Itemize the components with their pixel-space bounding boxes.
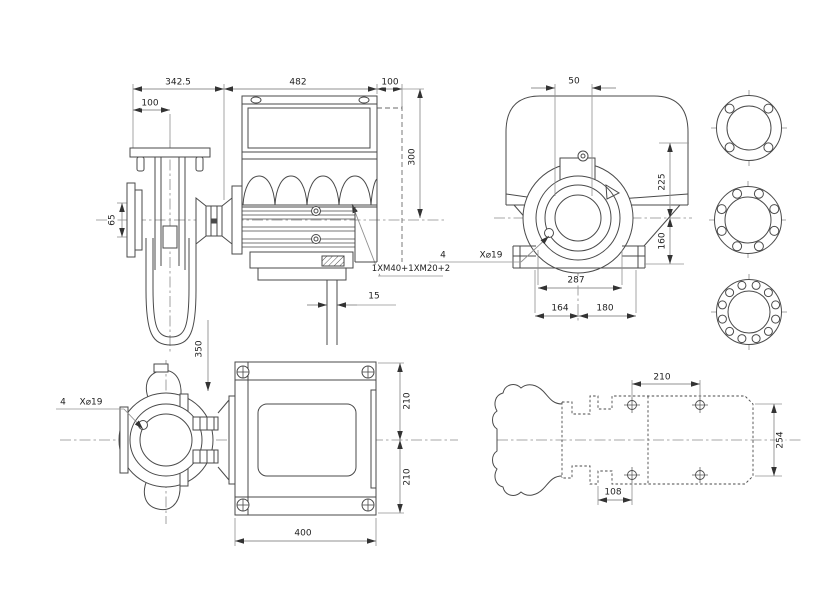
dim-label-pump-length: 342.5 (164, 77, 192, 88)
plan-pump (118, 363, 236, 511)
flange-8-hole (709, 181, 787, 259)
front-view (429, 84, 692, 322)
plan-view (56, 320, 458, 546)
dim-label-height-lower: 160 (657, 231, 668, 251)
dim-label-motor-length: 482 (288, 77, 308, 88)
motor-top-panel (257, 403, 357, 477)
corner-screw-icon (236, 498, 250, 512)
dim-label-hole-offset: 108 (603, 487, 623, 498)
bolt-count-label-front: 4 (439, 250, 447, 261)
flange-12-hole (711, 274, 787, 350)
bolt-hole-leader (123, 408, 144, 430)
flange-plate-left (119, 406, 129, 474)
footprint-extension-lines (597, 380, 782, 505)
volute-lobe-bottom (143, 477, 181, 511)
bearing-bracket (195, 196, 207, 246)
terminal-box (241, 95, 378, 153)
cooling-fin-arch (306, 175, 340, 206)
foundation-hatch (321, 255, 345, 267)
front-foot (512, 245, 646, 269)
flow-direction-arrow-icon (605, 184, 621, 200)
cooling-fin-arch (338, 175, 372, 206)
dim-label-foot-left: 164 (550, 303, 570, 314)
adapter-clamp (192, 449, 219, 464)
side-motor (241, 95, 378, 345)
bolt-count-label-plan: 4 (59, 397, 67, 408)
corner-screw-icon (236, 365, 250, 379)
mounting-hole-marker-icon (624, 397, 640, 413)
dim-label-suction-flange: 65 (107, 213, 118, 227)
footprint-dimension-lines (598, 381, 777, 503)
corner-screw-icon (361, 498, 375, 512)
motor-body-fins (242, 210, 355, 248)
dim-label-motor-length-plan: 400 (293, 528, 313, 539)
dim-label-height-upper: 225 (657, 172, 668, 192)
dim-label-rear-clearance: 100 (380, 77, 400, 88)
discharge-flange (129, 147, 211, 158)
motor-screw (311, 206, 321, 216)
motor-flange (228, 395, 236, 485)
clamp-screw (577, 150, 589, 162)
dim-label-foot-right: 180 (595, 303, 615, 314)
pump-outline-solid (492, 384, 563, 496)
cable-gland-label: 1XM40+1XM20+2 (370, 263, 452, 274)
dim-label-bracket-width: 50 (567, 76, 581, 87)
flange-views (709, 90, 787, 350)
plan-dimension-lines (123, 320, 403, 544)
motor-screw (311, 234, 321, 244)
bolt-hole-leader (520, 235, 550, 263)
dim-label-bolt-span: 287 (566, 275, 586, 286)
plan-motor (234, 361, 377, 516)
motor-flange (231, 185, 243, 255)
cable-gland-leader (351, 203, 381, 277)
side-view (96, 84, 446, 354)
side-pump-parts (126, 147, 243, 346)
front-dimension-lines (520, 85, 673, 319)
front-extension-lines (429, 84, 689, 313)
flange-bolt-hole (544, 228, 554, 238)
bolt-size-label-plan: X⌀19 (78, 397, 104, 408)
dim-label-port-offset-side: 100 (140, 98, 160, 109)
mounting-hole-marker-icon (624, 467, 640, 483)
dim-label-hole-spacing: 210 (652, 372, 672, 383)
dim-label-base-width: 254 (775, 430, 786, 450)
motor-foot (257, 267, 347, 281)
motor-outline (234, 361, 377, 516)
dim-label-height-above-axis: 300 (407, 147, 418, 167)
dim-label-half-width-lower: 210 (402, 467, 413, 487)
bolt-size-label-front: X⌀19 (478, 250, 504, 261)
cooling-fin-arch (242, 175, 276, 206)
mounting-hole-marker-icon (692, 467, 708, 483)
suction-flange (126, 182, 136, 258)
footprint-dotted-outline (561, 395, 754, 485)
footprint-view (492, 380, 802, 505)
dim-label-half-width-upper: 210 (402, 391, 413, 411)
dismantling-clearance-dashed (377, 106, 403, 262)
cooling-fin-arch (274, 175, 308, 206)
adapter-clamp (192, 416, 219, 431)
front-volute (512, 150, 646, 274)
dim-label-port-offset-plan: 350 (194, 339, 205, 359)
flange-4-hole (711, 90, 787, 166)
mounting-hole-marker-icon (692, 397, 708, 413)
volute-outline (145, 238, 197, 346)
mounting-holes (624, 397, 708, 483)
flange-bolt-hole (138, 420, 148, 430)
side-dimension-lines (119, 86, 423, 308)
dim-label-cable-width: 15 (367, 291, 381, 302)
side-extension-lines (117, 84, 443, 306)
corner-screw-icon (361, 365, 375, 379)
